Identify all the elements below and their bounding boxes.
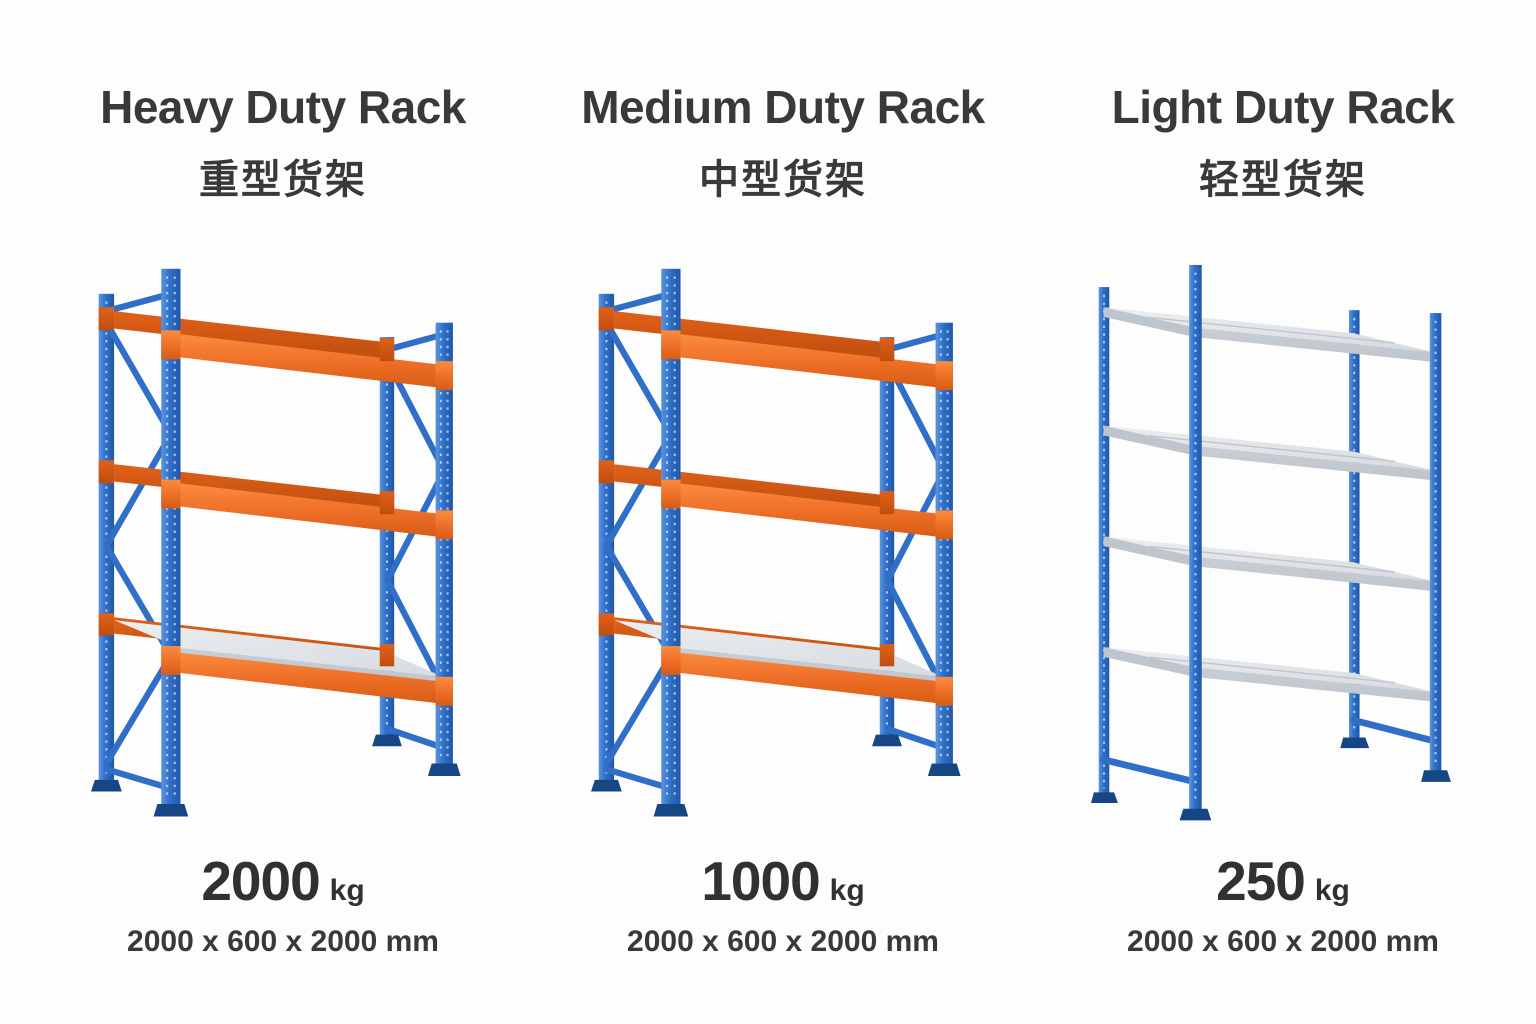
heavy-duty-rack-illustration bbox=[91, 257, 476, 835]
capacity-unit: kg bbox=[329, 873, 365, 907]
medium-duty-rack-illustration bbox=[591, 257, 976, 835]
capacity-value: 250 bbox=[1216, 849, 1306, 912]
product-title-en: Light Duty Rack bbox=[1111, 81, 1455, 133]
capacity: 2000 kg bbox=[201, 849, 364, 913]
capacity-value: 1000 bbox=[701, 849, 820, 912]
dimensions: 2000 x 600 x 2000 mm bbox=[1127, 924, 1439, 958]
shelf-rack-drawing bbox=[1091, 257, 1476, 835]
light-duty-rack-illustration bbox=[1091, 257, 1476, 835]
pallet-rack-drawing bbox=[591, 257, 976, 835]
product-title-en: Heavy Duty Rack bbox=[100, 81, 466, 133]
capacity-value: 2000 bbox=[201, 849, 320, 912]
capacity: 250 kg bbox=[1216, 849, 1350, 913]
product-title-zh: 重型货架 bbox=[199, 157, 367, 202]
product-card-light-duty: Light Duty Rack 轻型货架 250 kg 2000 x 600 x… bbox=[1033, 82, 1533, 959]
product-title-zh: 轻型货架 bbox=[1199, 157, 1367, 202]
capacity-unit: kg bbox=[829, 873, 865, 907]
product-title-en: Medium Duty Rack bbox=[581, 81, 985, 133]
pallet-rack-drawing bbox=[91, 257, 476, 835]
product-card-medium-duty: Medium Duty Rack 中型货架 1000 kg 2000 x 600… bbox=[533, 82, 1033, 959]
dimensions: 2000 x 600 x 2000 mm bbox=[627, 924, 939, 958]
capacity-unit: kg bbox=[1314, 873, 1350, 907]
product-title-zh: 中型货架 bbox=[699, 157, 867, 202]
product-card-heavy-duty: Heavy Duty Rack 重型货架 2000 kg 2000 x 600 … bbox=[33, 82, 533, 959]
dimensions: 2000 x 600 x 2000 mm bbox=[127, 924, 439, 958]
capacity: 1000 kg bbox=[701, 849, 864, 913]
rack-comparison-board: Heavy Duty Rack 重型货架 2000 kg 2000 x 600 … bbox=[0, 82, 1533, 959]
